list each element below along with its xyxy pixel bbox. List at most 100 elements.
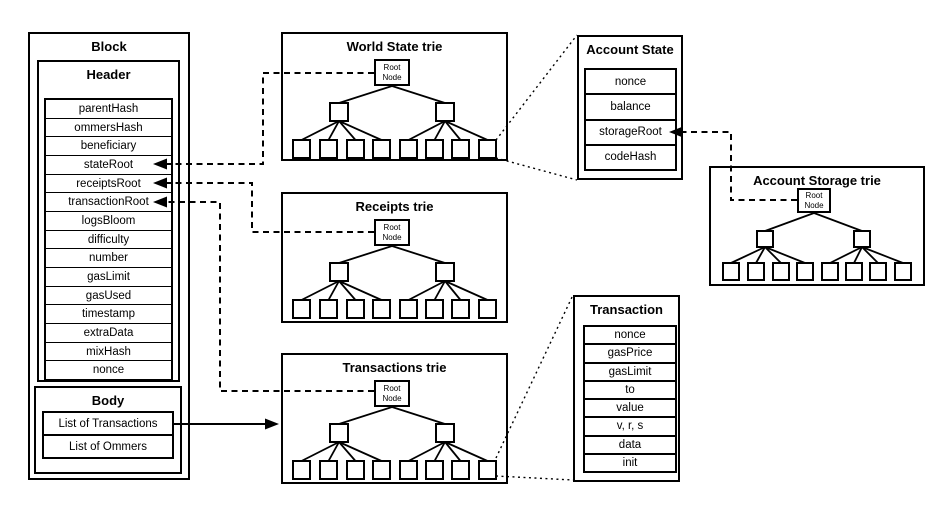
leaf-node-square (478, 299, 497, 319)
tree-edge (861, 246, 904, 264)
tree-edge (813, 212, 863, 232)
account-field-codehash: codeHash (604, 151, 657, 164)
header-field-stateroot: stateRoot (46, 156, 171, 175)
transaction-field-data: data (585, 437, 675, 455)
header-field-difficulty: difficulty (46, 231, 171, 250)
leaf-node-square (451, 460, 470, 480)
header-field-extradata: extraData (46, 324, 171, 343)
transaction-field-to: to (585, 382, 675, 400)
leaf-node-square (399, 460, 418, 480)
world-state-trie-box: World State trie Root Node (281, 32, 508, 161)
header-field-beneficiary: beneficiary (46, 137, 171, 157)
leaf-node-square (346, 139, 365, 159)
account-field-balance: balance (586, 95, 675, 121)
leaf-node-square (319, 139, 338, 159)
leaf-node-square (346, 460, 365, 480)
header-box: Header parentHash ommersHash beneficiary… (37, 60, 180, 382)
tree-edge (338, 85, 393, 104)
tree-edge (730, 246, 766, 264)
header-field-nonce: nonce (92, 364, 125, 377)
block-box: Block Header parentHash ommersHash benef… (28, 32, 190, 480)
header-field-mixhash: mixHash (46, 343, 171, 362)
tree-edge (764, 246, 806, 264)
header-field-receiptsroot: receiptsRoot (46, 175, 171, 194)
header-field-number: number (46, 249, 171, 269)
branch-node-square (435, 262, 455, 282)
leaf-node-square (372, 139, 391, 159)
transactions-root-node: Root Node (374, 380, 410, 407)
transaction-field-vrs: v, r, s (585, 418, 675, 437)
transaction-box: Transaction nonce gasPrice gasLimit to v… (573, 295, 680, 482)
account-field-nonce: nonce (586, 70, 675, 96)
transaction-table: nonce gasPrice gasLimit to value v, r, s… (583, 325, 677, 473)
tree-edge (433, 120, 446, 141)
leaf-node-square (319, 299, 338, 319)
account-state-box: Account State nonce balance storageRoot … (577, 35, 683, 180)
tree-edge (829, 246, 863, 264)
account-storage-trie-box: Account Storage trie Root Node (709, 166, 925, 286)
tree-edge (433, 441, 446, 462)
tree-edge (391, 406, 446, 425)
tree-edge (391, 245, 446, 264)
receipts-trie-title: Receipts trie (355, 199, 434, 214)
tree-edge (338, 245, 393, 264)
transaction-field-gaslimit: gasLimit (585, 364, 675, 382)
account-state-table: nonce balance storageRoot codeHash (584, 68, 677, 171)
transactions-trie-tree (292, 406, 497, 480)
tree-edge (338, 280, 382, 301)
body-item-list-of-ommers: List of Ommers (69, 440, 147, 453)
leaf-node-square (292, 139, 311, 159)
account-storage-root-node: Root Node (797, 188, 831, 213)
body-title: Body (91, 393, 125, 408)
leaf-node-square (845, 262, 863, 281)
leaf-node-square (722, 262, 740, 281)
receipts-trie-tree (292, 245, 497, 319)
leaf-node-square (425, 460, 444, 480)
leaf-node-square (425, 139, 444, 159)
account-field-storageroot: storageRoot (586, 121, 675, 146)
tree-edge (444, 120, 488, 141)
tree-edge (444, 280, 488, 301)
tree-edge (853, 246, 863, 264)
header-fields-table: parentHash ommersHash beneficiary stateR… (44, 98, 173, 381)
transaction-field-init: init (622, 456, 638, 469)
list-of-transactions-arrowhead (265, 418, 279, 430)
account-storage-trie-tree (722, 212, 912, 281)
leaf-node-square (451, 139, 470, 159)
tree-edge (408, 441, 446, 462)
leaf-node-square (292, 460, 311, 480)
tree-edge (327, 441, 340, 462)
leaf-node-square (372, 460, 391, 480)
leaf-node-square (399, 139, 418, 159)
transaction-field-nonce: nonce (585, 327, 675, 346)
header-title: Header (86, 67, 131, 82)
worldstate-leaf-to-accountstate-zoom-lines (495, 34, 578, 181)
branch-node-square (329, 102, 349, 122)
tree-edge (408, 280, 446, 301)
tree-edge (301, 441, 340, 462)
tree-edge (433, 280, 446, 301)
leaf-node-square (894, 262, 912, 281)
account-state-title: Account State (586, 42, 674, 57)
header-field-parenthash: parentHash (46, 100, 171, 119)
header-field-timestamp: timestamp (46, 305, 171, 325)
receipts-root-node: Root Node (374, 219, 410, 246)
branch-node-square (435, 423, 455, 443)
leaf-node-square (747, 262, 765, 281)
branch-node-square (329, 262, 349, 282)
tree-edge (861, 246, 879, 264)
leaf-node-square (796, 262, 814, 281)
header-field-logsbloom: logsBloom (46, 212, 171, 231)
tree-edge (391, 85, 446, 104)
tree-edge (764, 246, 782, 264)
tree-edge (764, 212, 815, 232)
tree-edge (444, 280, 462, 301)
branch-node-square (435, 102, 455, 122)
leaf-node-square (478, 460, 497, 480)
body-items-table: List of Transactions List of Ommers (42, 411, 174, 459)
leaf-node-square (372, 299, 391, 319)
leaf-node-square (292, 299, 311, 319)
tree-edge (444, 120, 462, 141)
leaf-node-square (869, 262, 887, 281)
